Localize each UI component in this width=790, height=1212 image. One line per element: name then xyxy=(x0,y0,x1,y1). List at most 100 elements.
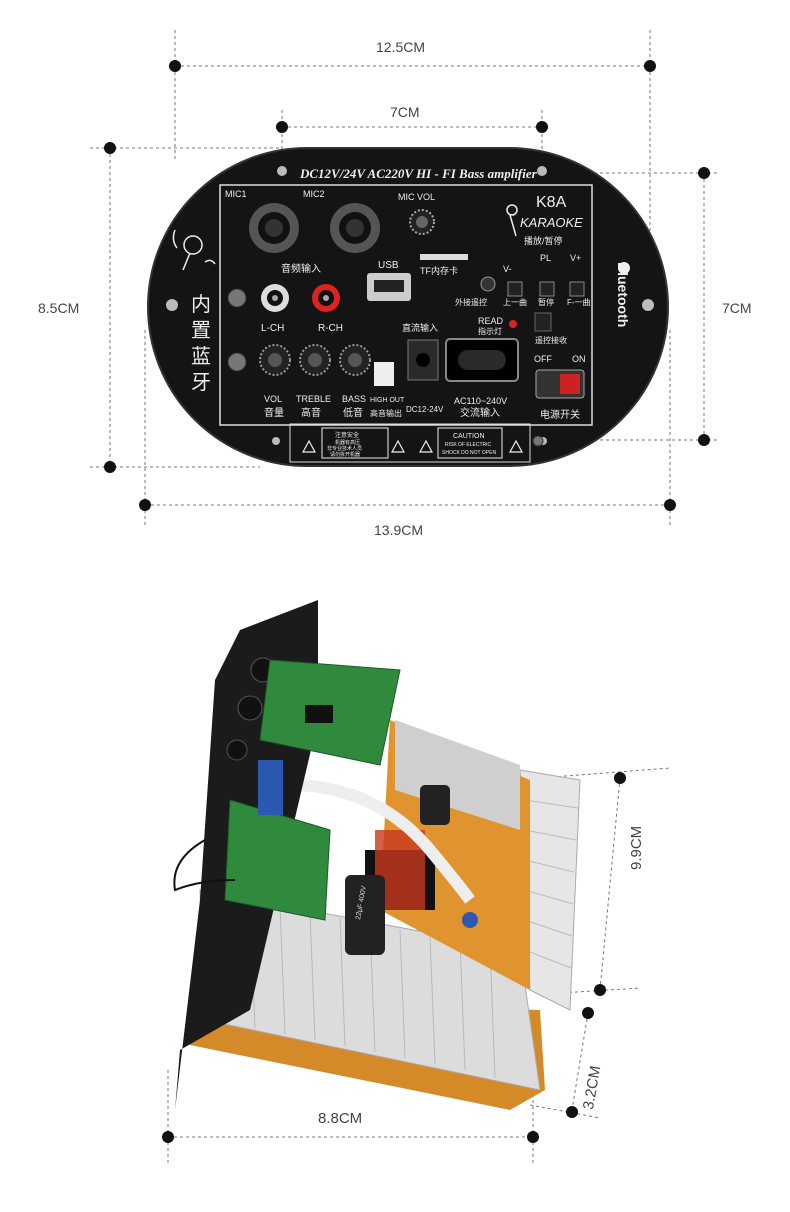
panel-figure: DC12V/24V AC220V HI - FI Bass amplifier … xyxy=(90,30,720,525)
mic1-jack[interactable] xyxy=(249,203,299,253)
ext-remote-label: 外接遥控 xyxy=(455,297,487,307)
remote-rx-cn-label: 遥控接收 xyxy=(535,335,567,345)
mic2-label: MIC2 xyxy=(303,189,325,199)
dim-height-bottom: 9.9CM xyxy=(628,825,645,870)
microphone-logo-icon xyxy=(506,204,518,237)
dimension-dots xyxy=(104,60,710,511)
bt-cn-4: 牙 xyxy=(191,372,211,394)
bt-cn-2: 置 xyxy=(191,320,211,342)
vol-knob[interactable] xyxy=(259,344,291,376)
high-out-cn-label: 高音输出 xyxy=(370,408,402,418)
brand-label: KARAOKE xyxy=(520,215,583,230)
mic2-jack[interactable] xyxy=(330,203,380,253)
bass-knob[interactable] xyxy=(339,344,371,376)
dc12-24-label: DC12-24V xyxy=(406,405,444,414)
caution-3: SHOCK DO NOT OPEN xyxy=(442,450,496,456)
bt-cn-1: 内 xyxy=(191,293,211,316)
r-ch-label: R-CH xyxy=(318,323,343,334)
screw-icons xyxy=(227,288,544,447)
ic-chip xyxy=(305,705,333,723)
warning-cn-1: 注意安全 xyxy=(335,431,359,439)
prev-button[interactable] xyxy=(507,281,523,297)
dim-overall-width: 12.5CM xyxy=(376,39,426,55)
power-switch[interactable] xyxy=(535,369,585,399)
next-button[interactable] xyxy=(569,281,585,297)
bottom-dimension-lines xyxy=(167,767,671,1165)
pause-button[interactable] xyxy=(539,281,555,297)
remote-receiver xyxy=(534,312,552,332)
warning-cn-4: 请勿拆开机器 xyxy=(330,451,360,458)
ac-power-socket[interactable] xyxy=(445,338,519,382)
bluetooth-icon xyxy=(618,262,630,274)
dimension-lines xyxy=(90,30,720,525)
play-pause-cn-label: 播放/暂停 xyxy=(524,235,563,246)
blue-module xyxy=(258,760,283,815)
warning-cn-3: 非专业技术人员 xyxy=(327,445,362,452)
next-cn-label: F-一曲 xyxy=(567,297,591,307)
ac-range-label: AC110~240V xyxy=(454,396,507,406)
warning-cn-2: 机器有高压 xyxy=(335,439,360,446)
caution-1: CAUTION xyxy=(453,433,485,440)
treble-knob[interactable] xyxy=(299,344,331,376)
high-out-label: HIGH OUT xyxy=(370,397,405,404)
pause-cn-label: 暂停 xyxy=(538,297,554,307)
read-indicator-led xyxy=(509,320,517,328)
l-ch-label: L-CH xyxy=(261,323,284,334)
warning-triangle-icons xyxy=(301,439,524,453)
read-label: READ xyxy=(478,316,504,326)
rear-fins xyxy=(524,799,579,969)
warning-strip xyxy=(289,423,531,463)
dc-input-cn-label: 直流输入 xyxy=(402,322,438,333)
caution-2: RISK OF ELECTRIC xyxy=(445,442,492,448)
ac-input-cn-label: 交流输入 xyxy=(460,406,500,419)
bt-cn-3: 蓝 xyxy=(191,345,211,368)
indicator-cn-label: 指示灯 xyxy=(478,326,502,336)
v-plus-label: V+ xyxy=(570,253,581,263)
treble-label: TREBLE xyxy=(296,394,331,404)
control-board xyxy=(224,799,331,921)
on-label: ON xyxy=(572,354,586,364)
mic-vol-knob[interactable] xyxy=(409,209,435,235)
high-out-jack[interactable] xyxy=(374,362,394,386)
model-label: K8A xyxy=(536,194,567,211)
usb-port[interactable] xyxy=(367,273,411,301)
mic1-label: MIC1 xyxy=(225,189,247,199)
vol-cn-label: 音量 xyxy=(264,406,284,419)
panel-frame xyxy=(219,184,593,426)
dc-input-jack[interactable] xyxy=(407,339,439,381)
dim-panel-width: 13.9CM xyxy=(374,522,424,538)
power-switch-cn-label: 电源开关 xyxy=(540,408,580,421)
off-label: OFF xyxy=(534,354,552,364)
treble-cn-label: 高音 xyxy=(301,406,321,419)
tf-card-label: TF内存卡 xyxy=(420,265,458,276)
dim-length-bottom: 8.8CM xyxy=(318,1110,363,1127)
rca-right-jack[interactable] xyxy=(312,284,340,312)
bottom-dimension-dots xyxy=(162,772,626,1143)
pl-label: PL xyxy=(540,253,551,263)
mic-vol-label: MIC VOL xyxy=(398,192,435,202)
board-figure: 22μF 400V xyxy=(162,600,671,1165)
blue-capacitor xyxy=(462,912,478,928)
usb-label: USB xyxy=(378,260,399,271)
metal-shield xyxy=(395,720,520,830)
prev-cn-label: 上一曲 xyxy=(503,297,527,307)
vol-label: VOL xyxy=(264,394,282,404)
dim-panel-height: 8.5CM xyxy=(38,300,80,316)
audio-input-cn-label: 音频输入 xyxy=(281,262,321,275)
caution-box xyxy=(437,427,503,459)
panel-title: DC12V/24V AC220V HI - FI Bass amplifier xyxy=(299,166,538,181)
wire xyxy=(173,839,236,892)
dim-right-height: 7CM xyxy=(722,300,752,316)
warning-cn-box xyxy=(321,427,389,459)
bass-cn-label: 低音 xyxy=(343,406,363,419)
bass-label: BASS xyxy=(342,394,366,404)
tf-card-slot[interactable] xyxy=(420,254,468,260)
v-minus-label: V- xyxy=(503,264,512,274)
capacitor-small xyxy=(420,785,450,825)
rca-left-jack[interactable] xyxy=(261,284,289,312)
ext-remote-jack[interactable] xyxy=(480,276,496,292)
capacitor-large: 22μF 400V xyxy=(345,875,385,955)
dim-hole-spacing: 7CM xyxy=(390,104,420,120)
ribbon-cable xyxy=(299,779,475,904)
bluetooth-label: Bluetooth xyxy=(615,262,631,327)
